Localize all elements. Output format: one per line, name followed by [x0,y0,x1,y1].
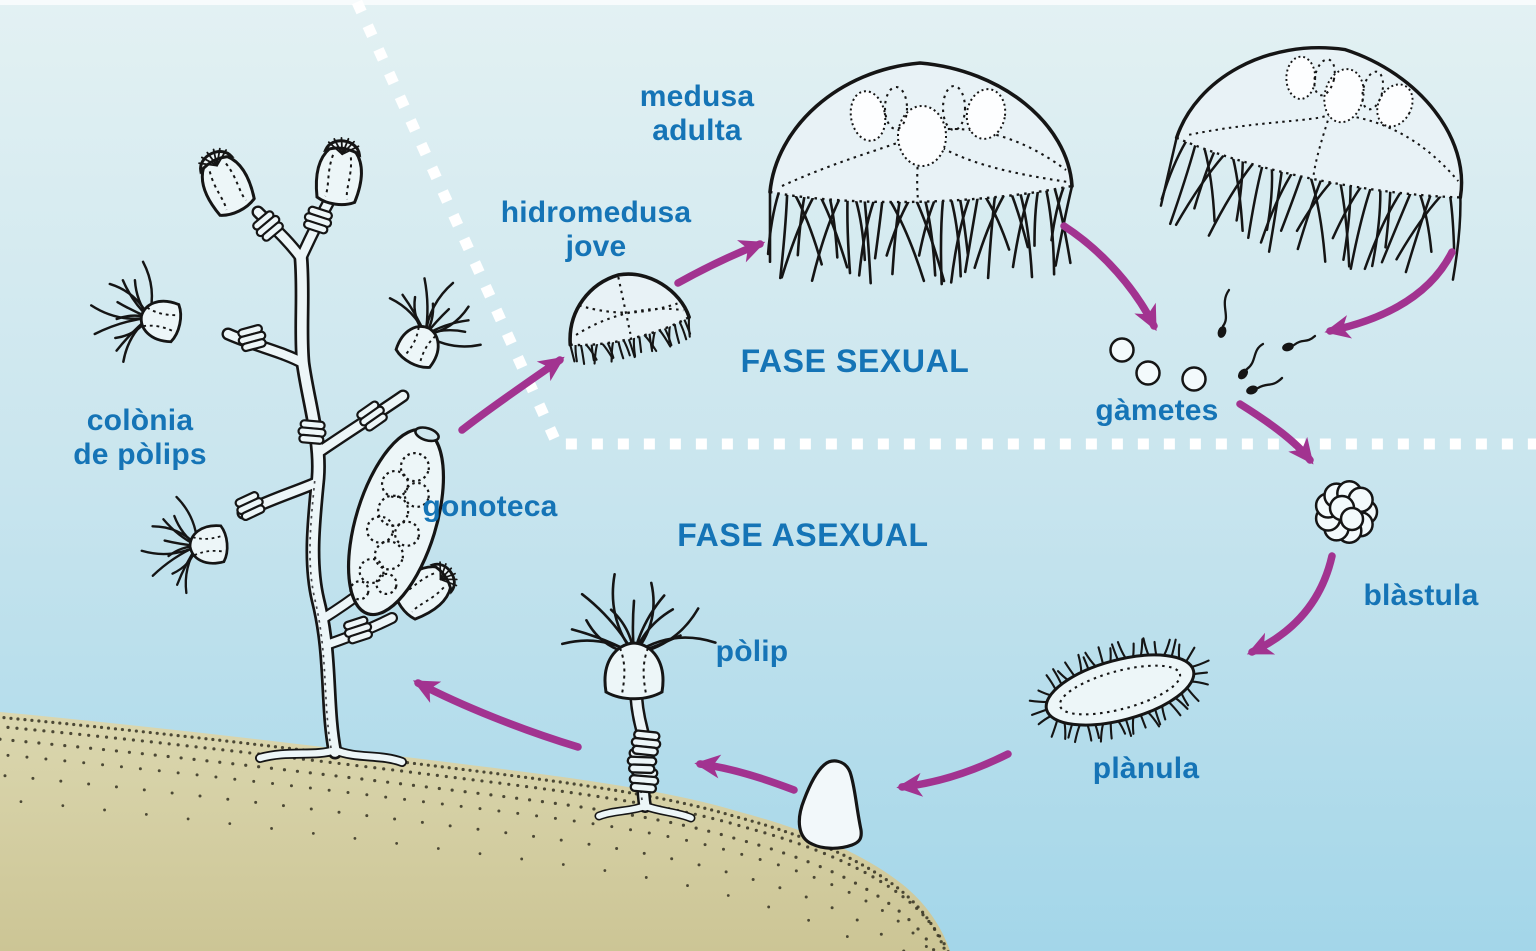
arrow-colony-to-hydromedusa [458,356,565,434]
arrow-polyp-to-colony [412,679,582,751]
sperm-cells [1217,288,1317,395]
gonoteca-drawing [346,426,446,617]
arrow-planula-to-settled-larva [896,750,1012,797]
label-fase-sexual: FASE SEXUAL [740,343,970,379]
arrow-gametes-to-blastula [1236,400,1314,465]
young-hydromedusa-drawing [568,272,692,365]
label-colonia-de-polips: colònia de pòlips [73,404,207,471]
label-medusa-adulta: medusa adulta [639,80,755,147]
cycle-arrows [412,222,1456,797]
arrow-hydromedusa-to-medusa [674,240,766,287]
planula-drawing [1028,637,1210,744]
label-gametes: gàmetes [1095,394,1219,427]
label-blastula: blàstula [1363,579,1479,612]
arrow-medusa-right-to-gametes [1324,248,1456,339]
blastula-drawing [1314,480,1379,544]
label-gonoteca: gonoteca [422,490,558,523]
arrow-blastula-to-planula [1246,552,1336,656]
top-edge-line [0,0,1536,5]
settled-larva-drawing [797,759,863,850]
label-planula: plànula [1092,752,1200,785]
adult-medusa-right-drawing [1159,46,1464,281]
label-polip: pòlip [715,635,789,668]
phase-divider-dotted-line [351,0,1536,450]
stem-dotted-texture [309,477,332,749]
label-fase-asexual: FASE ASEXUAL [677,517,929,553]
arrow-medusa-left-to-gametes [1060,222,1158,332]
polyp-drawing [561,573,717,795]
label-hidromedusa-jove: hidromedusa jove [500,196,692,263]
adult-medusa-left-drawing [766,61,1074,286]
egg-cells [1109,337,1207,392]
arrow-settled-larva-to-polyp [694,754,798,794]
gametes-drawing [1109,288,1317,395]
